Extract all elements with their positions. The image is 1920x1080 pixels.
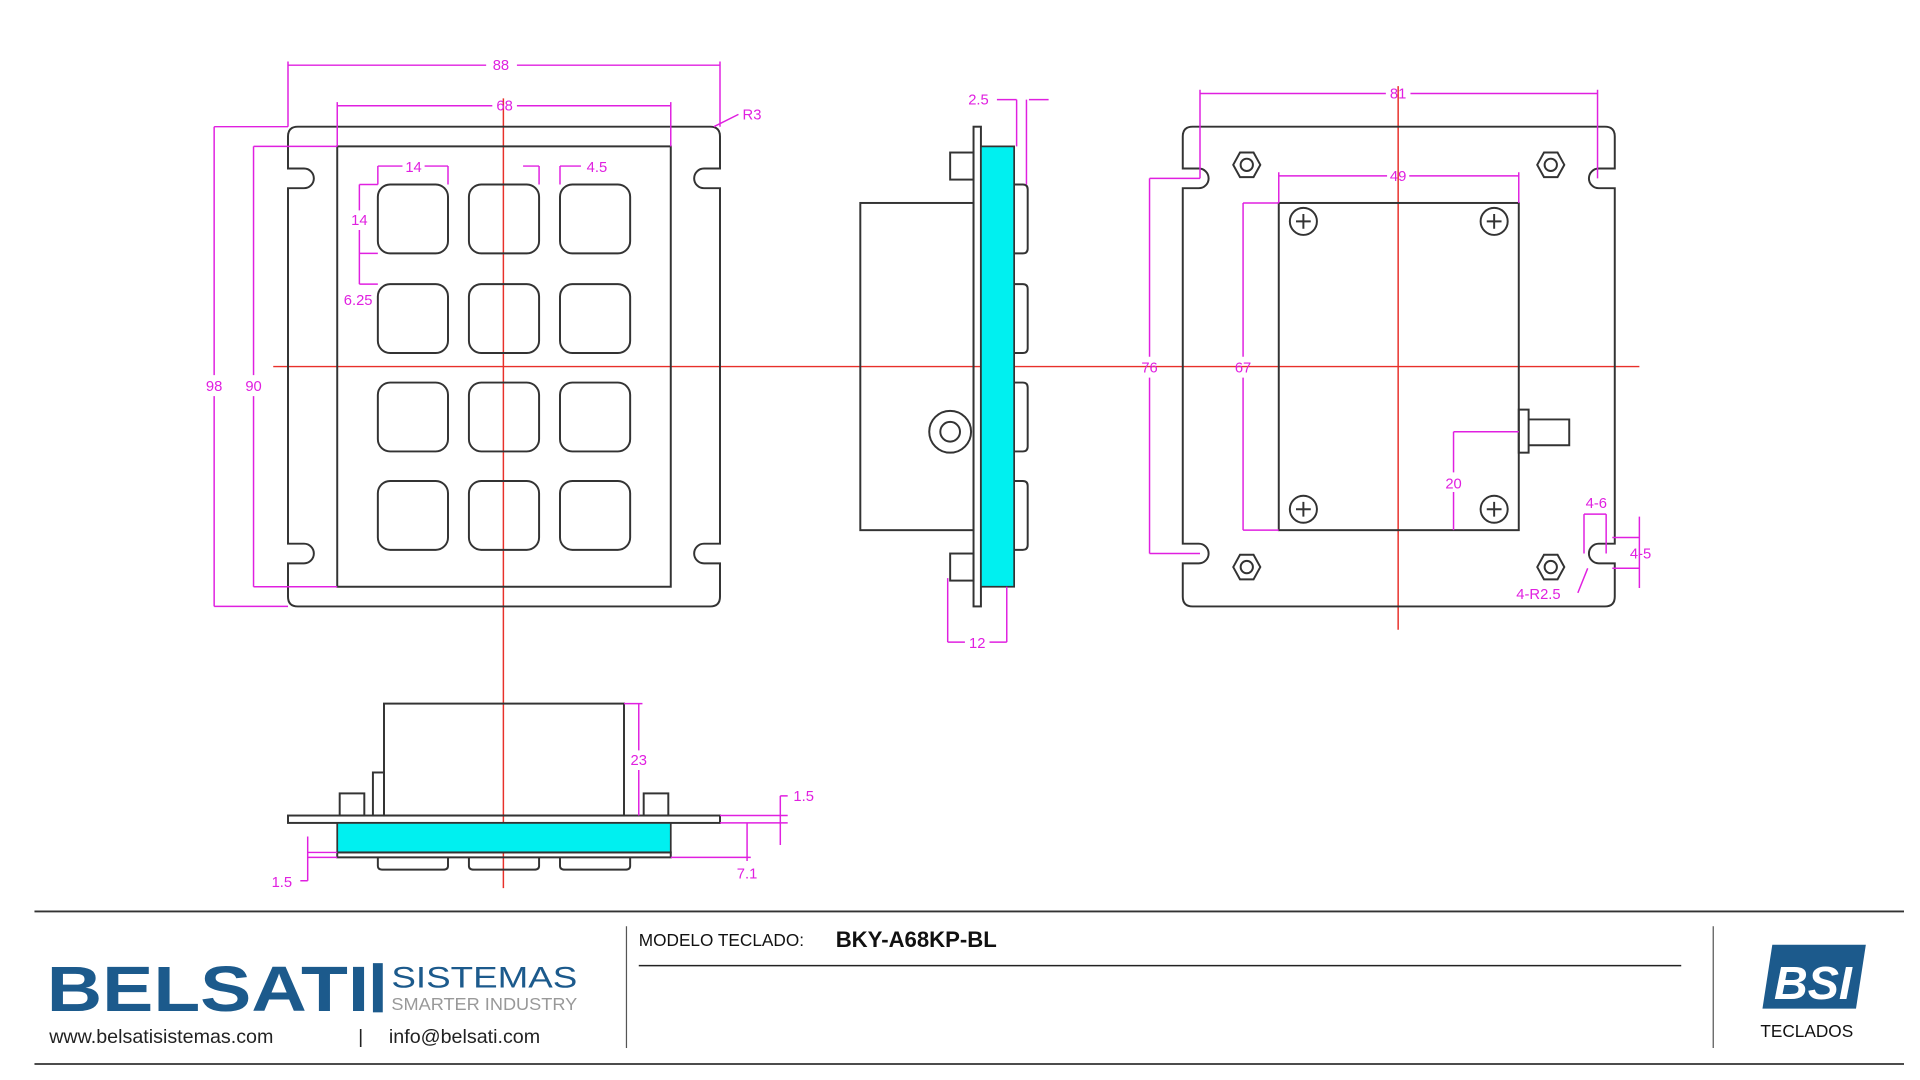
brand-sub: SISTEMAS: [391, 962, 577, 995]
front-view: 88 68 R3 98 90 14 4.5 14 6.25: [206, 58, 762, 608]
dim-r3: R3: [743, 107, 762, 123]
dim-key-height: 14: [351, 213, 367, 229]
dim-2-5: 2.5: [968, 93, 989, 109]
dim-90: 90: [245, 379, 261, 395]
dim-4-r2-5: 4-R2.5: [1516, 587, 1560, 603]
dim-88: 88: [493, 58, 509, 74]
dim-49: 49: [1390, 169, 1406, 185]
dim-4-5: 4-5: [1630, 546, 1651, 562]
category-label: TECLADOS: [1760, 1021, 1853, 1041]
separator: |: [358, 1026, 363, 1048]
dim-key-width: 14: [405, 160, 421, 176]
dim-key-gap: 4.5: [587, 160, 608, 176]
keys: [376, 183, 632, 551]
dim-12: 12: [969, 636, 985, 652]
dim-1-5-top: 1.5: [793, 789, 814, 805]
dim-row-gap: 6.25: [344, 293, 373, 309]
dim-98: 98: [206, 379, 222, 395]
model-value: BKY-A68KP-BL: [836, 927, 997, 952]
connector: [1517, 408, 1530, 454]
bottom-view: 23 1.5 7.1 1.5: [272, 702, 814, 891]
screws: [1288, 206, 1509, 524]
dim-68: 68: [496, 99, 512, 115]
dim-20: 20: [1445, 476, 1461, 492]
back-view: 81 49 76 67 20 4-6 4-5 4-R2.5: [1141, 86, 1651, 608]
dim-76: 76: [1141, 361, 1157, 377]
bsi-logo-icon: BSI: [1762, 944, 1866, 1009]
dim-67: 67: [1235, 361, 1251, 377]
logo-text: BSI: [1774, 957, 1853, 1009]
hex-nuts: [1232, 151, 1566, 581]
title-block: BELSATI SISTEMAS SMARTER INDUSTRY www.be…: [34, 910, 1904, 1065]
nut-icon: [949, 552, 975, 582]
email-link[interactable]: info@belsati.com: [389, 1026, 540, 1048]
model-label: MODELO TECLADO:: [639, 930, 804, 950]
brand-logo: BELSATI: [47, 953, 369, 1025]
dim-1-5-bottom: 1.5: [272, 875, 293, 891]
nut-icon: [949, 151, 975, 181]
website-link[interactable]: www.belsatisistemas.com: [48, 1026, 273, 1048]
side-view: 2.5 12: [859, 93, 1049, 652]
dim-7-1: 7.1: [737, 866, 758, 882]
dim-23: 23: [631, 753, 647, 769]
tagline: SMARTER INDUSTRY: [391, 994, 577, 1014]
pcb: [1277, 201, 1520, 532]
dim-81: 81: [1390, 86, 1406, 102]
dim-4-6: 4-6: [1586, 496, 1607, 512]
